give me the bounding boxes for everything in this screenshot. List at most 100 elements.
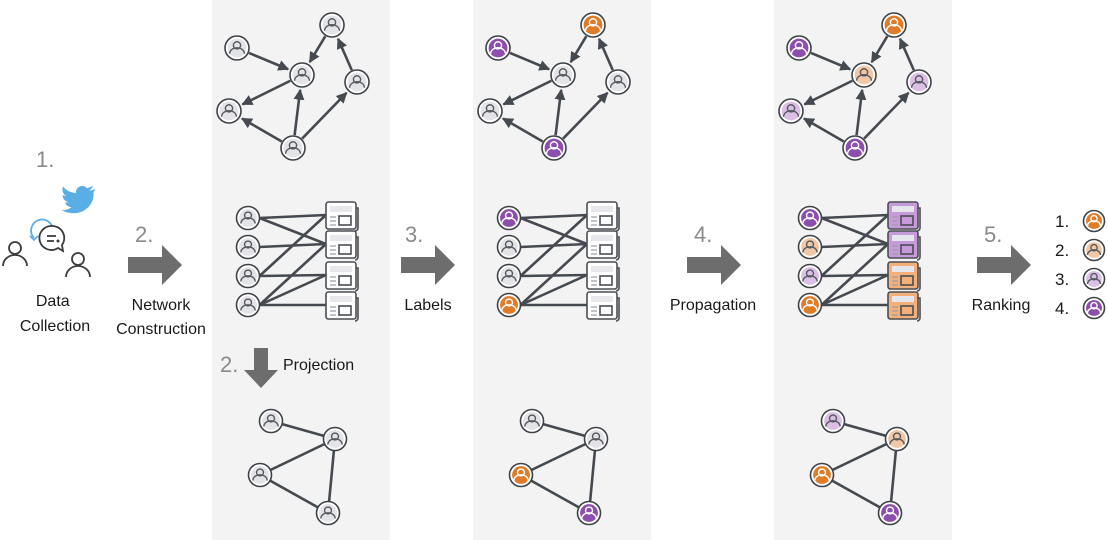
person-icon-body [240,304,256,311]
directed-user-node [541,135,567,161]
ranking-item: 2. [1055,238,1106,262]
person-icon-body [501,217,517,224]
person-icon-head [850,141,860,150]
ranking-item: 4. [1055,296,1106,320]
person-icon-body [1086,249,1102,256]
person-icon-body [584,24,602,31]
newspaper-icon [586,230,620,261]
person-icon-body [882,512,898,519]
person-icon-body [1086,278,1102,285]
bipartite-edge [258,243,327,306]
projected-user-node [322,426,348,452]
bipartite-user-node [797,205,823,231]
person-icon-body [293,74,311,81]
bipartite-user-node [235,263,261,289]
person-icon-body [554,74,572,81]
bipartite-user-node [797,234,823,260]
person-icon-head [493,41,503,50]
directed-user-node [851,62,877,88]
directed-edge [803,79,853,106]
projected-edge [587,438,598,514]
newspaper-icon [325,291,359,322]
person-icon-body [609,81,627,88]
projected-graph [809,408,910,526]
ranking-number: 4. [1055,299,1069,318]
directed-user-node [280,135,306,161]
person-icon-head [504,240,514,249]
person-icon-body [1086,220,1102,227]
bipartite-user-node [235,205,261,231]
person-icon-body [885,24,903,31]
projected-user-node [820,408,846,434]
ranking-item: 1. [1055,209,1106,233]
newspaper-icon [586,291,620,322]
projected-user-node [576,500,602,526]
step-5-arrow-icon [977,245,1031,285]
person-icon-head [794,41,804,50]
person-icon-body [581,512,597,519]
projected-user-node [884,426,910,452]
person-icon-head [288,141,298,150]
bipartite-edge [520,216,588,246]
directed-user-node [319,12,345,38]
ranking-user-node [1082,209,1106,233]
person-icon-head [330,432,340,441]
person-icon-body [513,474,529,481]
step-5-label: Ranking [972,297,1031,314]
step-4-label: Propagation [670,297,756,314]
directed-edge [293,88,305,136]
ranking-user-node [1082,267,1106,291]
directed-edge [803,117,845,143]
person-icon-body [501,304,517,311]
projected-edge [821,437,898,477]
projected-user-node [508,462,534,488]
directed-edge [509,51,551,71]
step-2-number: 2. [135,222,153,247]
directed-user-node [778,98,804,124]
person-icon-body [846,147,864,154]
person-icon-head [1090,272,1098,281]
newspaper-icon [325,201,359,232]
chat-bubble-icon [38,225,66,253]
person-icon-head [591,432,601,441]
person-icon-body [501,246,517,253]
person-icon-body [327,438,343,445]
newspaper-icon [325,261,359,292]
step-4-arrow-icon [687,245,741,285]
person-icon-body [802,217,818,224]
step-4-number: 4. [694,222,712,247]
person-icon-body [263,420,279,427]
directed-edge [301,91,348,140]
twitter-bird-icon [61,185,95,214]
step-1-label: Data Collection [20,293,90,335]
person-icon-body [252,474,268,481]
person-icon-head [243,269,253,278]
person-icon-head [892,432,902,441]
bipartite-edge [259,216,327,246]
person-icon-body [323,24,341,31]
directed-edge [554,88,566,136]
person-icon-head [527,414,537,423]
person-icon-head [805,298,815,307]
projection-number: 2. [220,352,238,377]
directed-edge [855,88,867,136]
directed-graph [216,12,370,161]
person-icon-head [549,141,559,150]
person-icon-body [910,81,928,88]
step-3-number: 3. [405,222,423,247]
person-icon-body [240,246,256,253]
person-icon-head [504,211,514,220]
person-icon-head [805,269,815,278]
step-1-number: 1. [36,147,54,172]
bipartite-edge [820,243,889,306]
directed-user-node [289,62,315,88]
projected-graph [508,408,609,526]
newspaper-icon [887,291,921,322]
directed-user-node [477,98,503,124]
directed-edge [308,35,327,64]
person-icon-head [504,298,514,307]
person-icon-head [1090,214,1098,223]
directed-user-node [344,69,370,95]
person-icon-body [545,147,563,154]
person-icon-body [524,420,540,427]
